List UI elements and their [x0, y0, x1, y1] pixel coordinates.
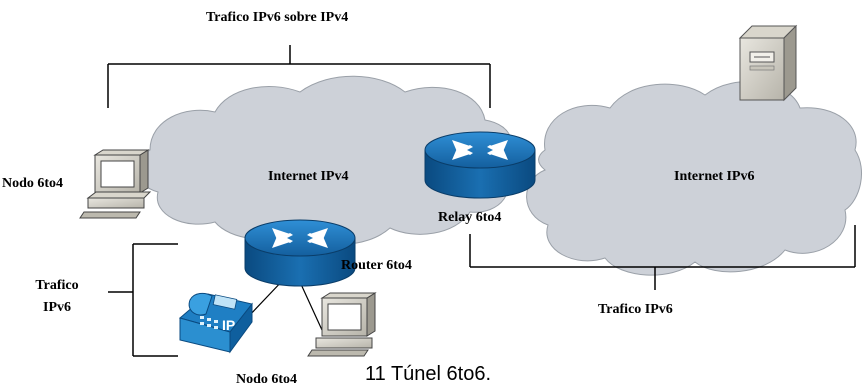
router-6to4-icon — [244, 219, 356, 287]
relay-router-icon — [424, 131, 536, 199]
phone-ip-badge: IP — [222, 317, 235, 333]
bottom-traffic-bracket — [469, 225, 856, 290]
internet-ipv6-cloud — [526, 81, 863, 276]
relay-label: Relay 6to4 — [438, 210, 502, 225]
traffic-left-label: Trafico IPv6 — [22, 278, 92, 316]
node-left-pc-icon — [79, 149, 152, 219]
top-traffic-bracket — [107, 45, 491, 108]
router-label: Router 6to4 — [341, 258, 412, 273]
server-icon — [738, 24, 798, 102]
top-traffic-label: Trafico IPv6 sobre IPv4 — [206, 10, 349, 25]
internet-ipv6-label: Internet IPv6 — [674, 169, 755, 184]
node-bottom-label: Nodo 6to4 — [236, 372, 298, 387]
traffic-left-line1: Trafico — [35, 278, 79, 293]
ip-phone-icon: IP — [178, 292, 253, 354]
node-left-label: Nodo 6to4 — [2, 176, 64, 191]
traffic-left-line2: IPv6 — [43, 300, 71, 315]
internet-ipv4-label: Internet IPv4 — [268, 169, 349, 184]
node-bottom-pc-icon — [307, 292, 377, 357]
left-traffic-bracket — [108, 243, 178, 357]
traffic-bottom-label: Trafico IPv6 — [598, 302, 673, 317]
figure-caption: 11 Túnel 6to6. — [365, 363, 492, 385]
